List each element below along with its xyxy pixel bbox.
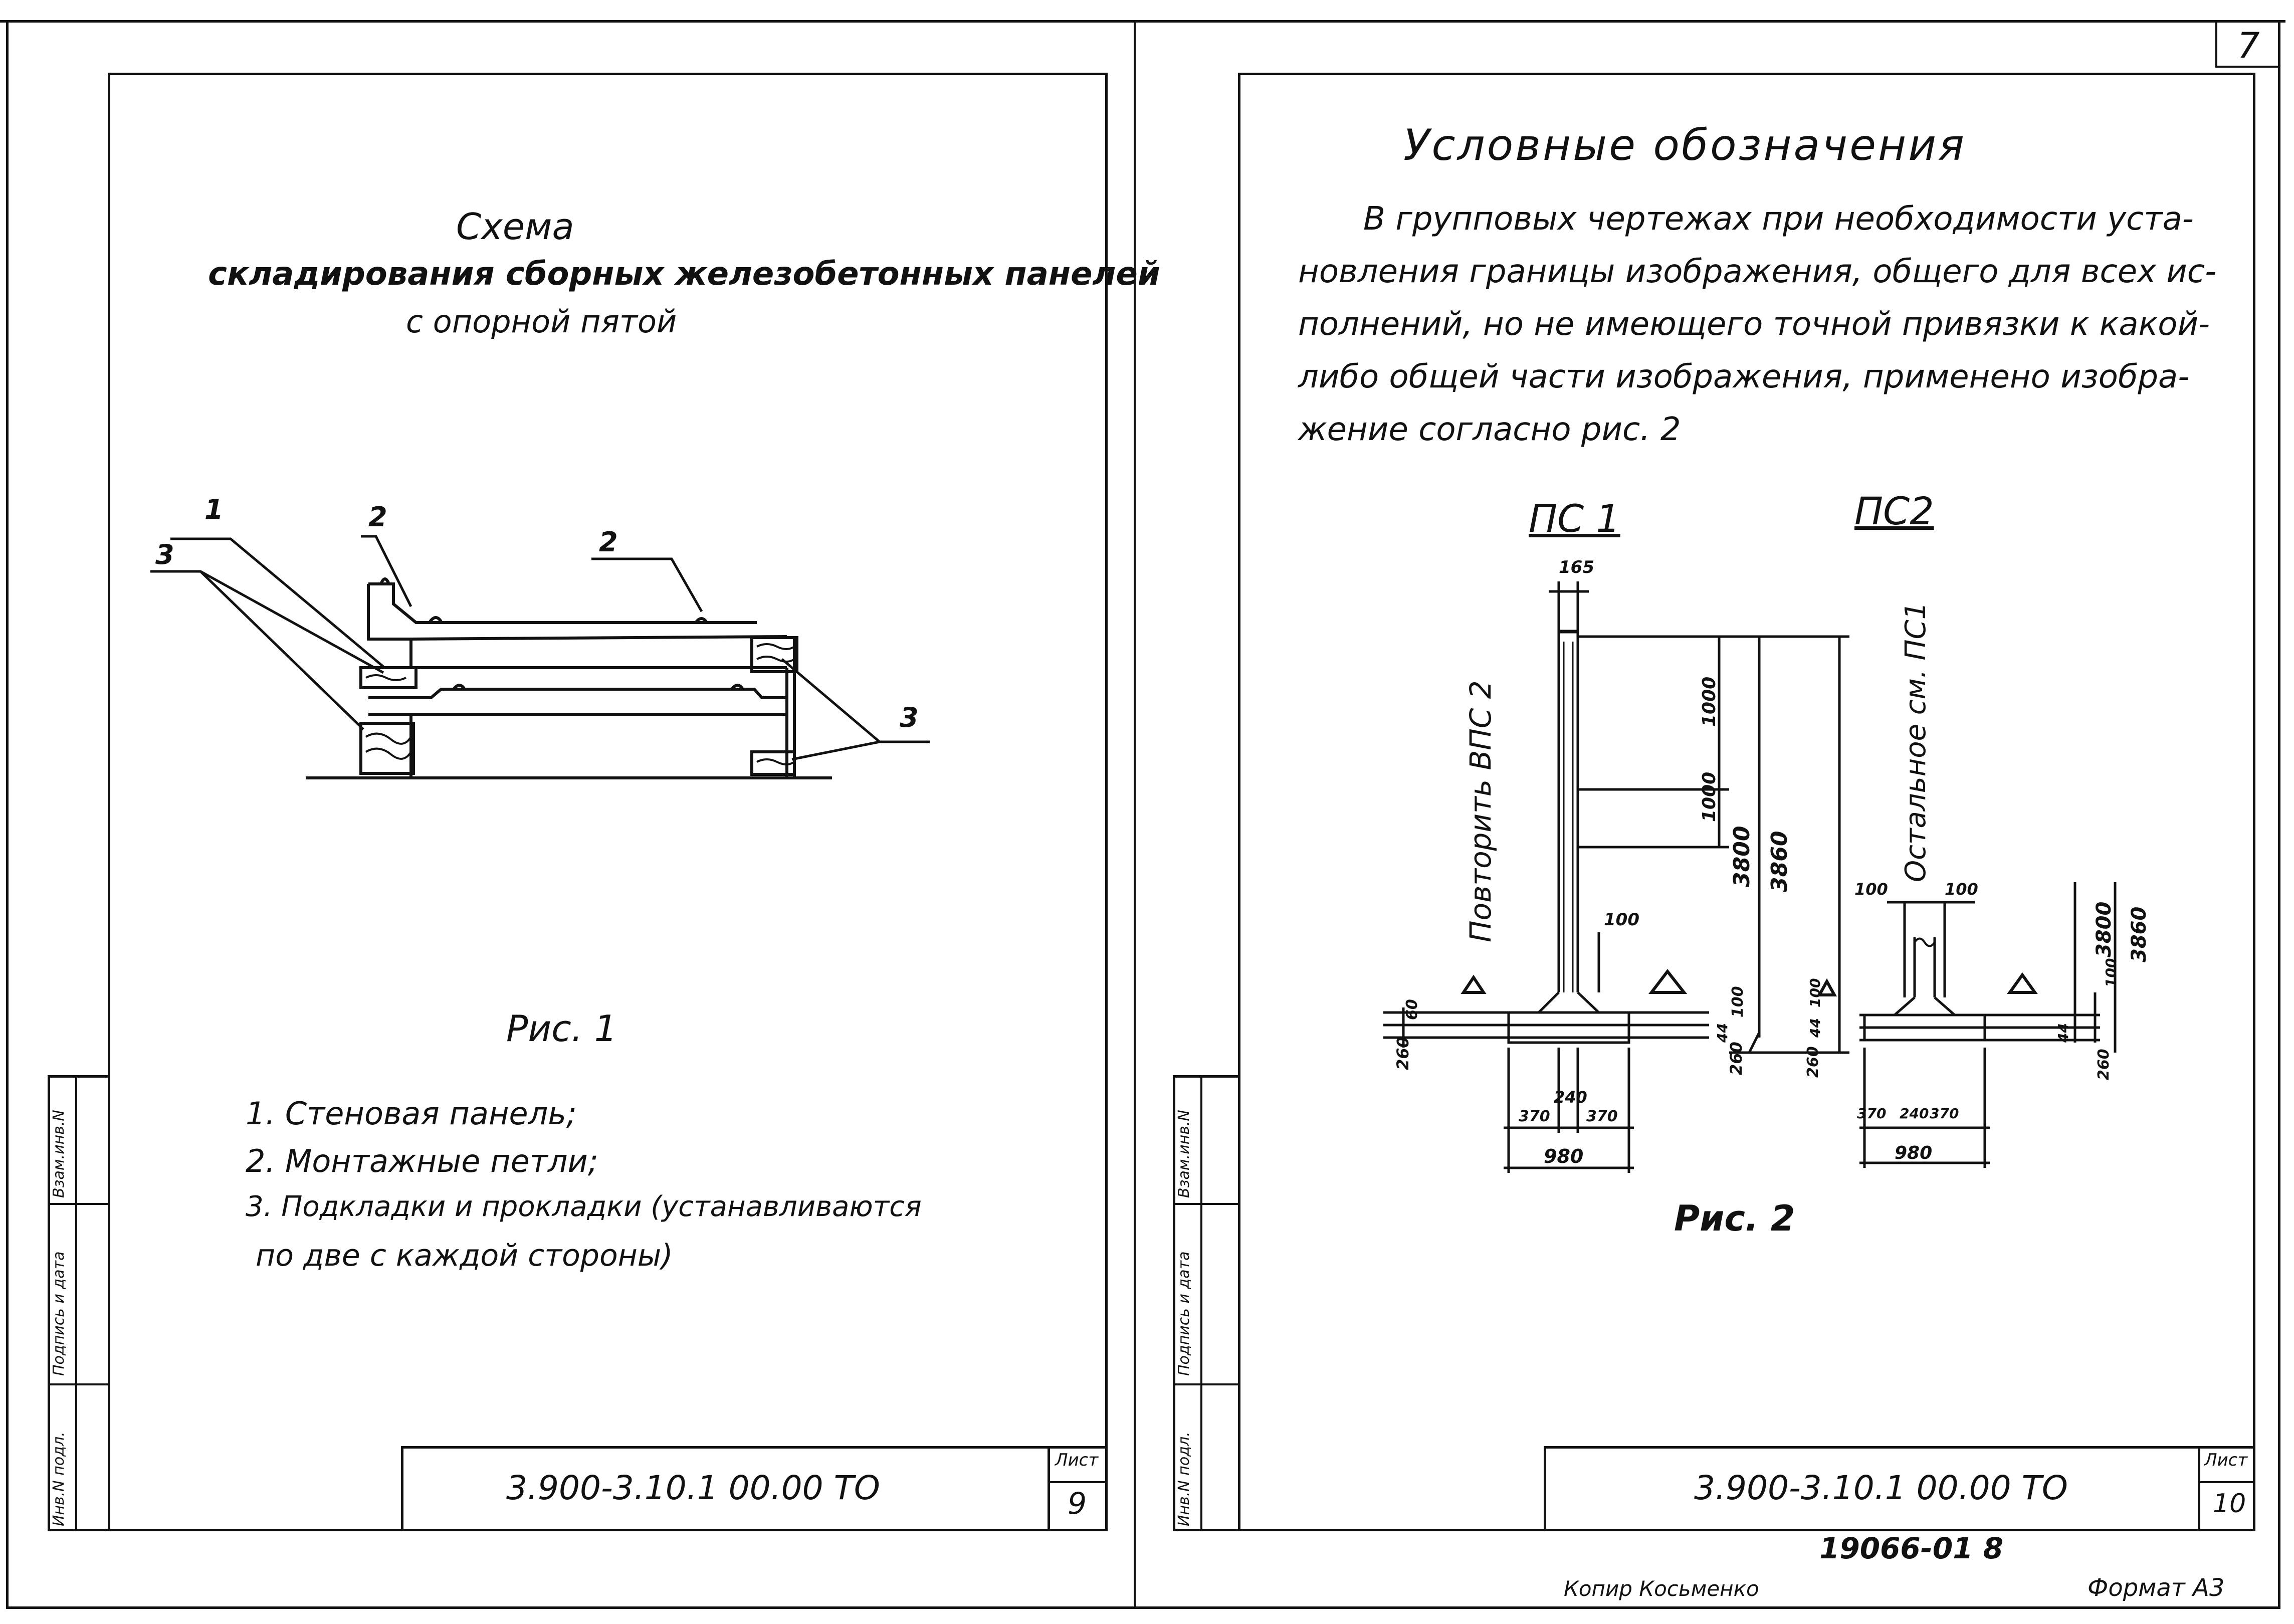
pc2-dim-44a: 44 [1807, 1018, 1823, 1038]
pc1-dim-3860: 3860 [1767, 831, 1792, 892]
pc2-dim-44b: 44 [2055, 1023, 2071, 1043]
fig1-label-2a: 2 [368, 501, 387, 533]
left-side-label-3: Взам.инв.N [50, 1110, 68, 1198]
legend-item-3: 3. Подкладки и прокладки (устанавливаютс… [246, 1190, 922, 1223]
left-strip-vline [75, 1075, 77, 1531]
pc1-dim-3800: 3800 [1729, 826, 1755, 887]
right-stamp-hdiv [2198, 1481, 2255, 1483]
fig1-label-3b: 3 [900, 702, 919, 733]
pc1-title: ПС 1 [1529, 496, 1620, 541]
outer-left-line [6, 20, 9, 1609]
pc1-dim-44: 44 [1714, 1023, 1731, 1043]
legend-item-1: 1. Стеновая панель; [246, 1095, 577, 1132]
right-strip-div1 [1173, 1203, 1240, 1205]
left-stamp-code: 3.900-3.10.1 00.00 ТО [506, 1469, 880, 1507]
right-side-strip [1173, 1075, 1240, 1531]
format-label: Формат А3 [2088, 1574, 2225, 1602]
right-side-label-3: Взам.инв.N [1175, 1110, 1193, 1198]
pc2-dim-100d: 100 [2103, 958, 2119, 987]
figure-1-caption: Рис. 1 [506, 1007, 617, 1050]
left-strip-div1 [48, 1203, 110, 1205]
pc1-dim-100b: 100 [1729, 986, 1747, 1018]
pc2-dim-370b: 370 [1930, 1105, 1959, 1122]
pc1-dim-240: 240 [1554, 1088, 1587, 1107]
right-stamp-code: 3.900-3.10.1 00.00 ТО [1694, 1469, 2068, 1507]
pc2-dim-100b: 100 [1945, 880, 1978, 899]
fig1-label-2b: 2 [599, 526, 618, 558]
right-strip-div2 [1173, 1383, 1240, 1385]
figure-1-stacking-diagram [150, 535, 930, 779]
left-title-line2: складирования сборных железобетонных пан… [208, 256, 1160, 293]
right-stamp-div [2198, 1446, 2200, 1531]
pc2-side-note: Остальное см. ПС1 [1900, 601, 1932, 882]
pc1-side-note: Повторить ВПС 2 [1464, 680, 1498, 942]
right-sheet-number: 10 [2213, 1489, 2246, 1519]
left-sheet-label: Лист [1055, 1450, 1099, 1470]
figure-2-caption: Рис. 2 [1674, 1198, 1795, 1239]
legend-item-2: 2. Монтажные петли; [246, 1143, 598, 1179]
pc2-dim-3800: 3800 [2093, 901, 2116, 957]
pc2-dim-260-left: 260 [1804, 1046, 1822, 1078]
fig1-label-3a: 3 [155, 539, 174, 570]
pc1-dim-980: 980 [1544, 1145, 1584, 1167]
left-side-strip [48, 1075, 110, 1531]
right-title-block [1544, 1446, 2255, 1531]
outer-top-line [0, 20, 2285, 23]
paragraph-line-4: либо общей части изображения, применено … [1298, 358, 2190, 395]
center-fold-line [1134, 20, 1136, 1609]
right-sheet-label: Лист [2204, 1450, 2248, 1470]
pc1-dim-260-left: 260 [1393, 1037, 1412, 1070]
pc2-dim-240: 240 [1900, 1105, 1929, 1122]
left-sheet-number: 9 [1068, 1486, 1087, 1521]
pc2-dim-260-right: 260 [2095, 1049, 2113, 1080]
left-stamp-hdiv [1048, 1481, 1108, 1483]
archive-number: 19066-01 8 [1819, 1531, 2004, 1565]
left-title-line3: с опорной пятой [406, 303, 677, 340]
left-strip-div2 [48, 1383, 110, 1385]
pc2-dim-980: 980 [1895, 1143, 1933, 1163]
left-side-label-1: Инв.N подл. [50, 1432, 68, 1526]
paragraph-line-3: полнений, но не имеющего точной привязки… [1298, 306, 2210, 343]
pc1-dim-100a: 100 [1604, 910, 1639, 930]
figure-2-drawing [1383, 581, 2117, 1173]
pc1-dim-1000b: 1000 [1699, 771, 1720, 822]
pc1-dim-260-right: 260 [1727, 1042, 1746, 1075]
pc2-dim-100c: 100 [1807, 978, 1823, 1007]
pc2-dim-3860: 3860 [2128, 906, 2151, 962]
paragraph-line-2: новления границы изображения, общего для… [1298, 253, 2217, 290]
outer-right-line [2278, 20, 2280, 1609]
pc2-dim-100a: 100 [1854, 880, 1888, 899]
paragraph-line-5: жение согласно рис. 2 [1298, 411, 1681, 448]
pc2-title: ПС2 [1854, 489, 1934, 533]
fig1-label-1: 1 [204, 494, 224, 525]
left-title-block [401, 1446, 1108, 1531]
left-side-label-2: Подпись и дата [50, 1251, 68, 1376]
page-number: 7 [2237, 25, 2260, 66]
right-strip-vline [1200, 1075, 1202, 1531]
left-stamp-div [1048, 1446, 1050, 1531]
right-side-label-1: Инв.N подл. [1175, 1432, 1193, 1526]
left-title-line1: Схема [456, 206, 574, 248]
pc1-dim-1000a: 1000 [1699, 676, 1720, 727]
right-side-label-2: Подпись и дата [1175, 1251, 1193, 1376]
pc1-dim-165: 165 [1559, 557, 1594, 577]
pc1-dim-370b: 370 [1586, 1108, 1618, 1125]
copied-by: Копир Косьменко [1564, 1576, 1759, 1601]
pc1-dim-60: 60 [1403, 999, 1421, 1020]
page-number-box: 7 [2215, 20, 2280, 68]
pc1-dim-370a: 370 [1519, 1108, 1550, 1125]
legend-item-4: по две с каждой стороны) [256, 1238, 673, 1273]
outer-bottom-line [6, 1606, 2280, 1609]
right-heading: Условные обозначения [1403, 120, 1966, 170]
pc2-dim-370a: 370 [1857, 1105, 1887, 1122]
paragraph-line-1: В групповых чертежах при необходимости у… [1363, 200, 2194, 238]
